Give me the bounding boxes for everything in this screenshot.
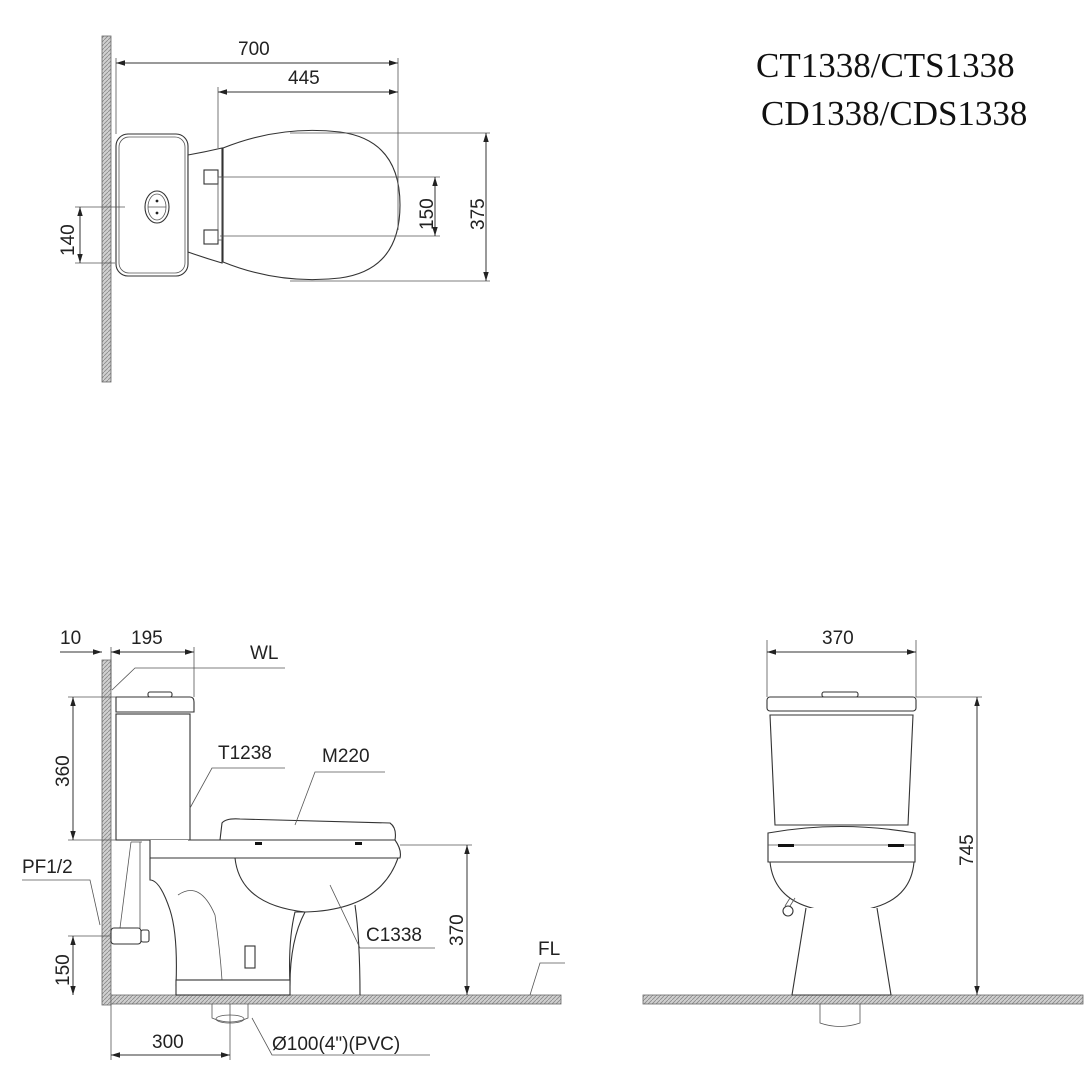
dim-10: 10: [60, 628, 81, 649]
supply-valve-icon: [782, 905, 794, 917]
bolt-cover-icon: [244, 945, 256, 969]
hinge-icon: [203, 169, 219, 185]
pedestal-front: [791, 907, 892, 996]
dim-745: 745: [957, 834, 978, 866]
hinge-icon: [203, 229, 219, 245]
dim-360: 360: [53, 755, 74, 787]
seat-outline-top: [222, 129, 401, 281]
tank-lid-front: [766, 696, 917, 712]
dim-700: 700: [238, 39, 270, 60]
dim-195: 195: [131, 628, 163, 649]
side-view: 10 195 WL T1238 M220 C1338 PF1/2 FL Ø100…: [22, 628, 565, 1060]
top-view: 700 445 150 375 140: [58, 35, 490, 383]
dim-150-top: 150: [417, 198, 438, 230]
label-wl: WL: [250, 643, 279, 664]
angle-valve-icon: [110, 927, 142, 945]
tank-inner-top: [118, 136, 186, 274]
tank-lid-side: [115, 696, 195, 713]
front-view: 370 745: [642, 628, 1084, 1027]
label-m220: M220: [322, 746, 370, 767]
model-title-line1: CT1338/CTS1338: [756, 46, 1015, 85]
tank-body-side: [115, 713, 191, 841]
bowl-rim-side: [149, 839, 401, 859]
wall-hatch-top: [101, 35, 112, 383]
label-drain: Ø100(4")(PVC): [272, 1034, 400, 1055]
tank-body-front: [769, 714, 914, 826]
label-t1238: T1238: [218, 743, 272, 764]
dim-370-side: 370: [447, 914, 468, 946]
label-fl: FL: [538, 939, 560, 960]
wall-hatch-side: [101, 659, 112, 1006]
dim-150-side: 150: [53, 954, 74, 986]
dim-300: 300: [152, 1032, 184, 1053]
seat-front: [767, 825, 916, 863]
bowl-side: [234, 857, 399, 913]
floor-hatch-front: [642, 994, 1084, 1005]
label-c1338: C1338: [366, 925, 422, 946]
floor-hatch-side: [110, 994, 562, 1005]
seat-lid-side: [219, 818, 396, 841]
label-pf12: PF1/2: [22, 857, 73, 878]
model-title-line2: CD1338/CDS1338: [761, 94, 1028, 133]
bowl-front: [769, 861, 915, 913]
dim-445: 445: [288, 68, 320, 89]
base-side: [175, 979, 291, 996]
dim-370-front: 370: [822, 628, 854, 649]
bowl-neck-top: [187, 147, 223, 264]
dim-375: 375: [468, 198, 489, 230]
dim-140: 140: [58, 224, 79, 256]
